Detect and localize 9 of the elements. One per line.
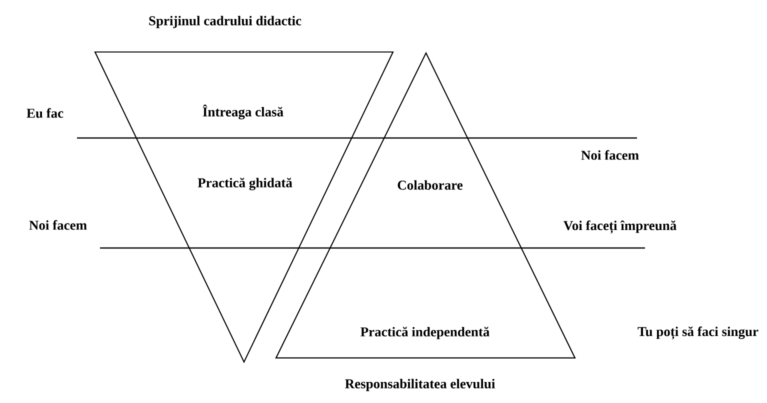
section-label: Întreaga clasă [202, 104, 284, 120]
section-label: Practică ghidată [198, 178, 292, 190]
heading: Responsabilitatea elevului [345, 378, 495, 392]
section-label: Colaborare [398, 180, 463, 190]
section-label: Practică independentă [360, 326, 490, 340]
side-label: Tu poți să faci singur [638, 326, 758, 340]
side-label: Voi faceți împreună [564, 220, 676, 234]
side-label: Eu fac [26, 108, 64, 118]
heading: Sprijinul cadrului didactic [149, 16, 302, 28]
